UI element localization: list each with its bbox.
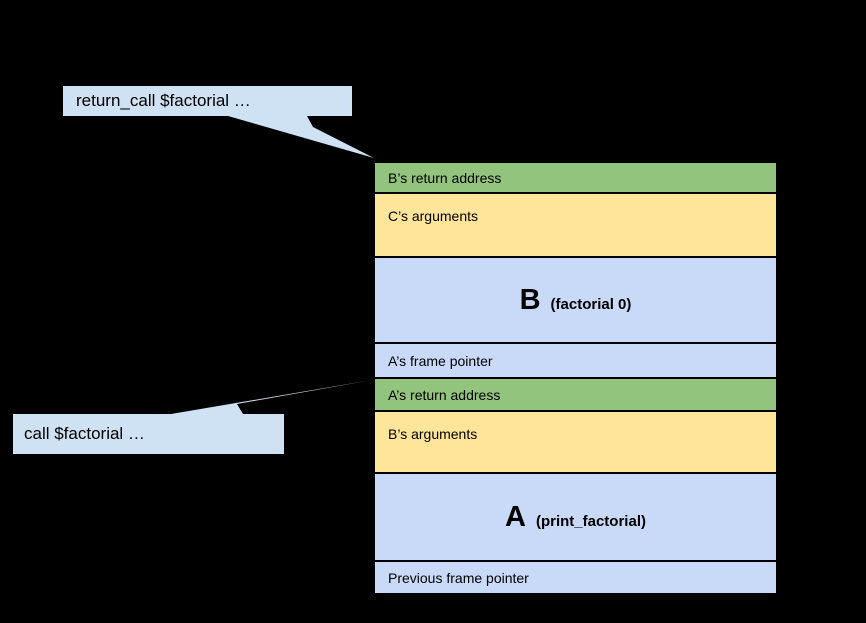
- callout-return-call: return_call $factorial …: [63, 86, 352, 116]
- stack-row-c-arguments: C’s arguments: [375, 194, 776, 258]
- stack-row-a-frame-pointer: A’s frame pointer: [375, 344, 776, 379]
- stack-row-b-arguments: B’s arguments: [375, 412, 776, 474]
- stack-row-label: B’s arguments: [388, 426, 478, 442]
- stack-row-previous-frame-pointer: Previous frame pointer: [375, 562, 776, 593]
- frame-b-letter: B: [519, 283, 541, 316]
- call-tail: [171, 380, 372, 414]
- stack-diagram: B’s return address C’s arguments B (fact…: [374, 162, 777, 594]
- frame-b-function: (factorial 0): [550, 295, 632, 313]
- callout-return-call-label: return_call $factorial …: [76, 91, 251, 110]
- callout-call-label: call $factorial …: [24, 424, 145, 443]
- stack-row-frame-a: A (print_factorial): [375, 474, 776, 562]
- frame-a-function: (print_factorial): [535, 512, 646, 530]
- stack-row-label: A’s frame pointer: [388, 352, 493, 369]
- frame-b-title: B (factorial 0): [520, 284, 632, 317]
- stack-row-label: Previous frame pointer: [388, 569, 529, 586]
- stack-row-label: C’s arguments: [388, 208, 479, 224]
- stack-row-label: A’s return address: [388, 386, 501, 403]
- stack-row-a-return-address: A’s return address: [375, 379, 776, 412]
- stack-row-label: B’s return address: [388, 169, 502, 186]
- stack-row-frame-b: B (factorial 0): [375, 258, 776, 344]
- frame-a-letter: A: [505, 500, 526, 533]
- stack-row-b-return-address: B’s return address: [375, 163, 776, 194]
- callout-call: call $factorial …: [13, 414, 284, 454]
- return-call-tail: [228, 116, 374, 158]
- frame-a-title: A (print_factorial): [505, 501, 646, 534]
